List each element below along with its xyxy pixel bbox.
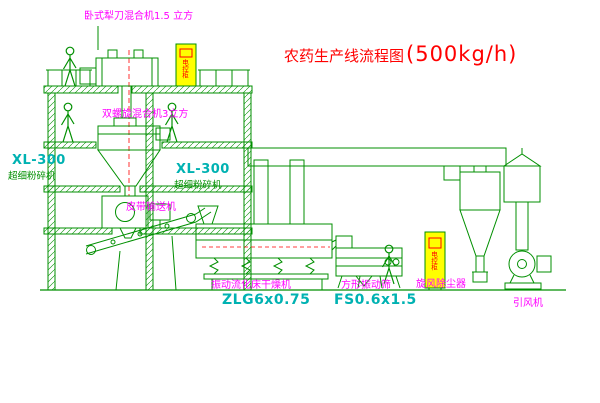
horizontal-mixer — [79, 26, 159, 119]
title-capacity: (500kg/h) — [406, 42, 518, 66]
label-cabinet-right: 电控柜 — [429, 251, 438, 271]
label-dryer-name: 振动流化床干燥机 — [211, 280, 291, 291]
label-horizontal-mixer: 卧式犁刀混合机1.5 立方 — [84, 11, 194, 22]
worker-figure — [62, 46, 77, 87]
label-dryer-model: ZLG6x0.75 — [222, 292, 311, 308]
induced-draft-fan — [504, 250, 552, 290]
label-sieve-name: 方形振动筛 — [341, 280, 391, 291]
control-cabinets — [175, 43, 446, 290]
worker-figure — [60, 102, 75, 143]
label-cyclone: 旋风除尘器 — [416, 279, 466, 290]
worker-figure — [381, 244, 396, 285]
label-fan: 引风机 — [513, 298, 543, 309]
label-mill-center-name: 超细粉碎机 — [174, 180, 222, 191]
square-sieve — [331, 235, 403, 289]
label-mill-left-name: 超细粉碎机 — [8, 171, 56, 182]
control-cabinet-top — [175, 43, 197, 87]
control-cabinet-right — [424, 231, 446, 289]
belt-conveyor — [85, 207, 212, 291]
exhaust-stack — [502, 148, 542, 251]
label-mill-left-model: XL-300 — [12, 153, 66, 168]
fluid-bed-dryer — [195, 205, 333, 290]
title-text: 农药生产线流程图 — [284, 47, 405, 65]
label-cone-mixer: 双螺旋混合机3立方 — [102, 109, 189, 120]
page-title: 农药生产线流程图 (500kg/h) — [284, 44, 517, 65]
label-sieve-model: FS0.6x1.5 — [334, 292, 417, 308]
exhaust-duct — [247, 147, 507, 225]
label-cabinet-top: 电控柜 — [180, 59, 189, 79]
cone-mixer — [97, 117, 171, 197]
label-mill-center-model: XL-300 — [176, 162, 230, 177]
label-belt-conveyor: 皮带输送机 — [126, 202, 176, 213]
cyclone-separator — [459, 171, 501, 283]
